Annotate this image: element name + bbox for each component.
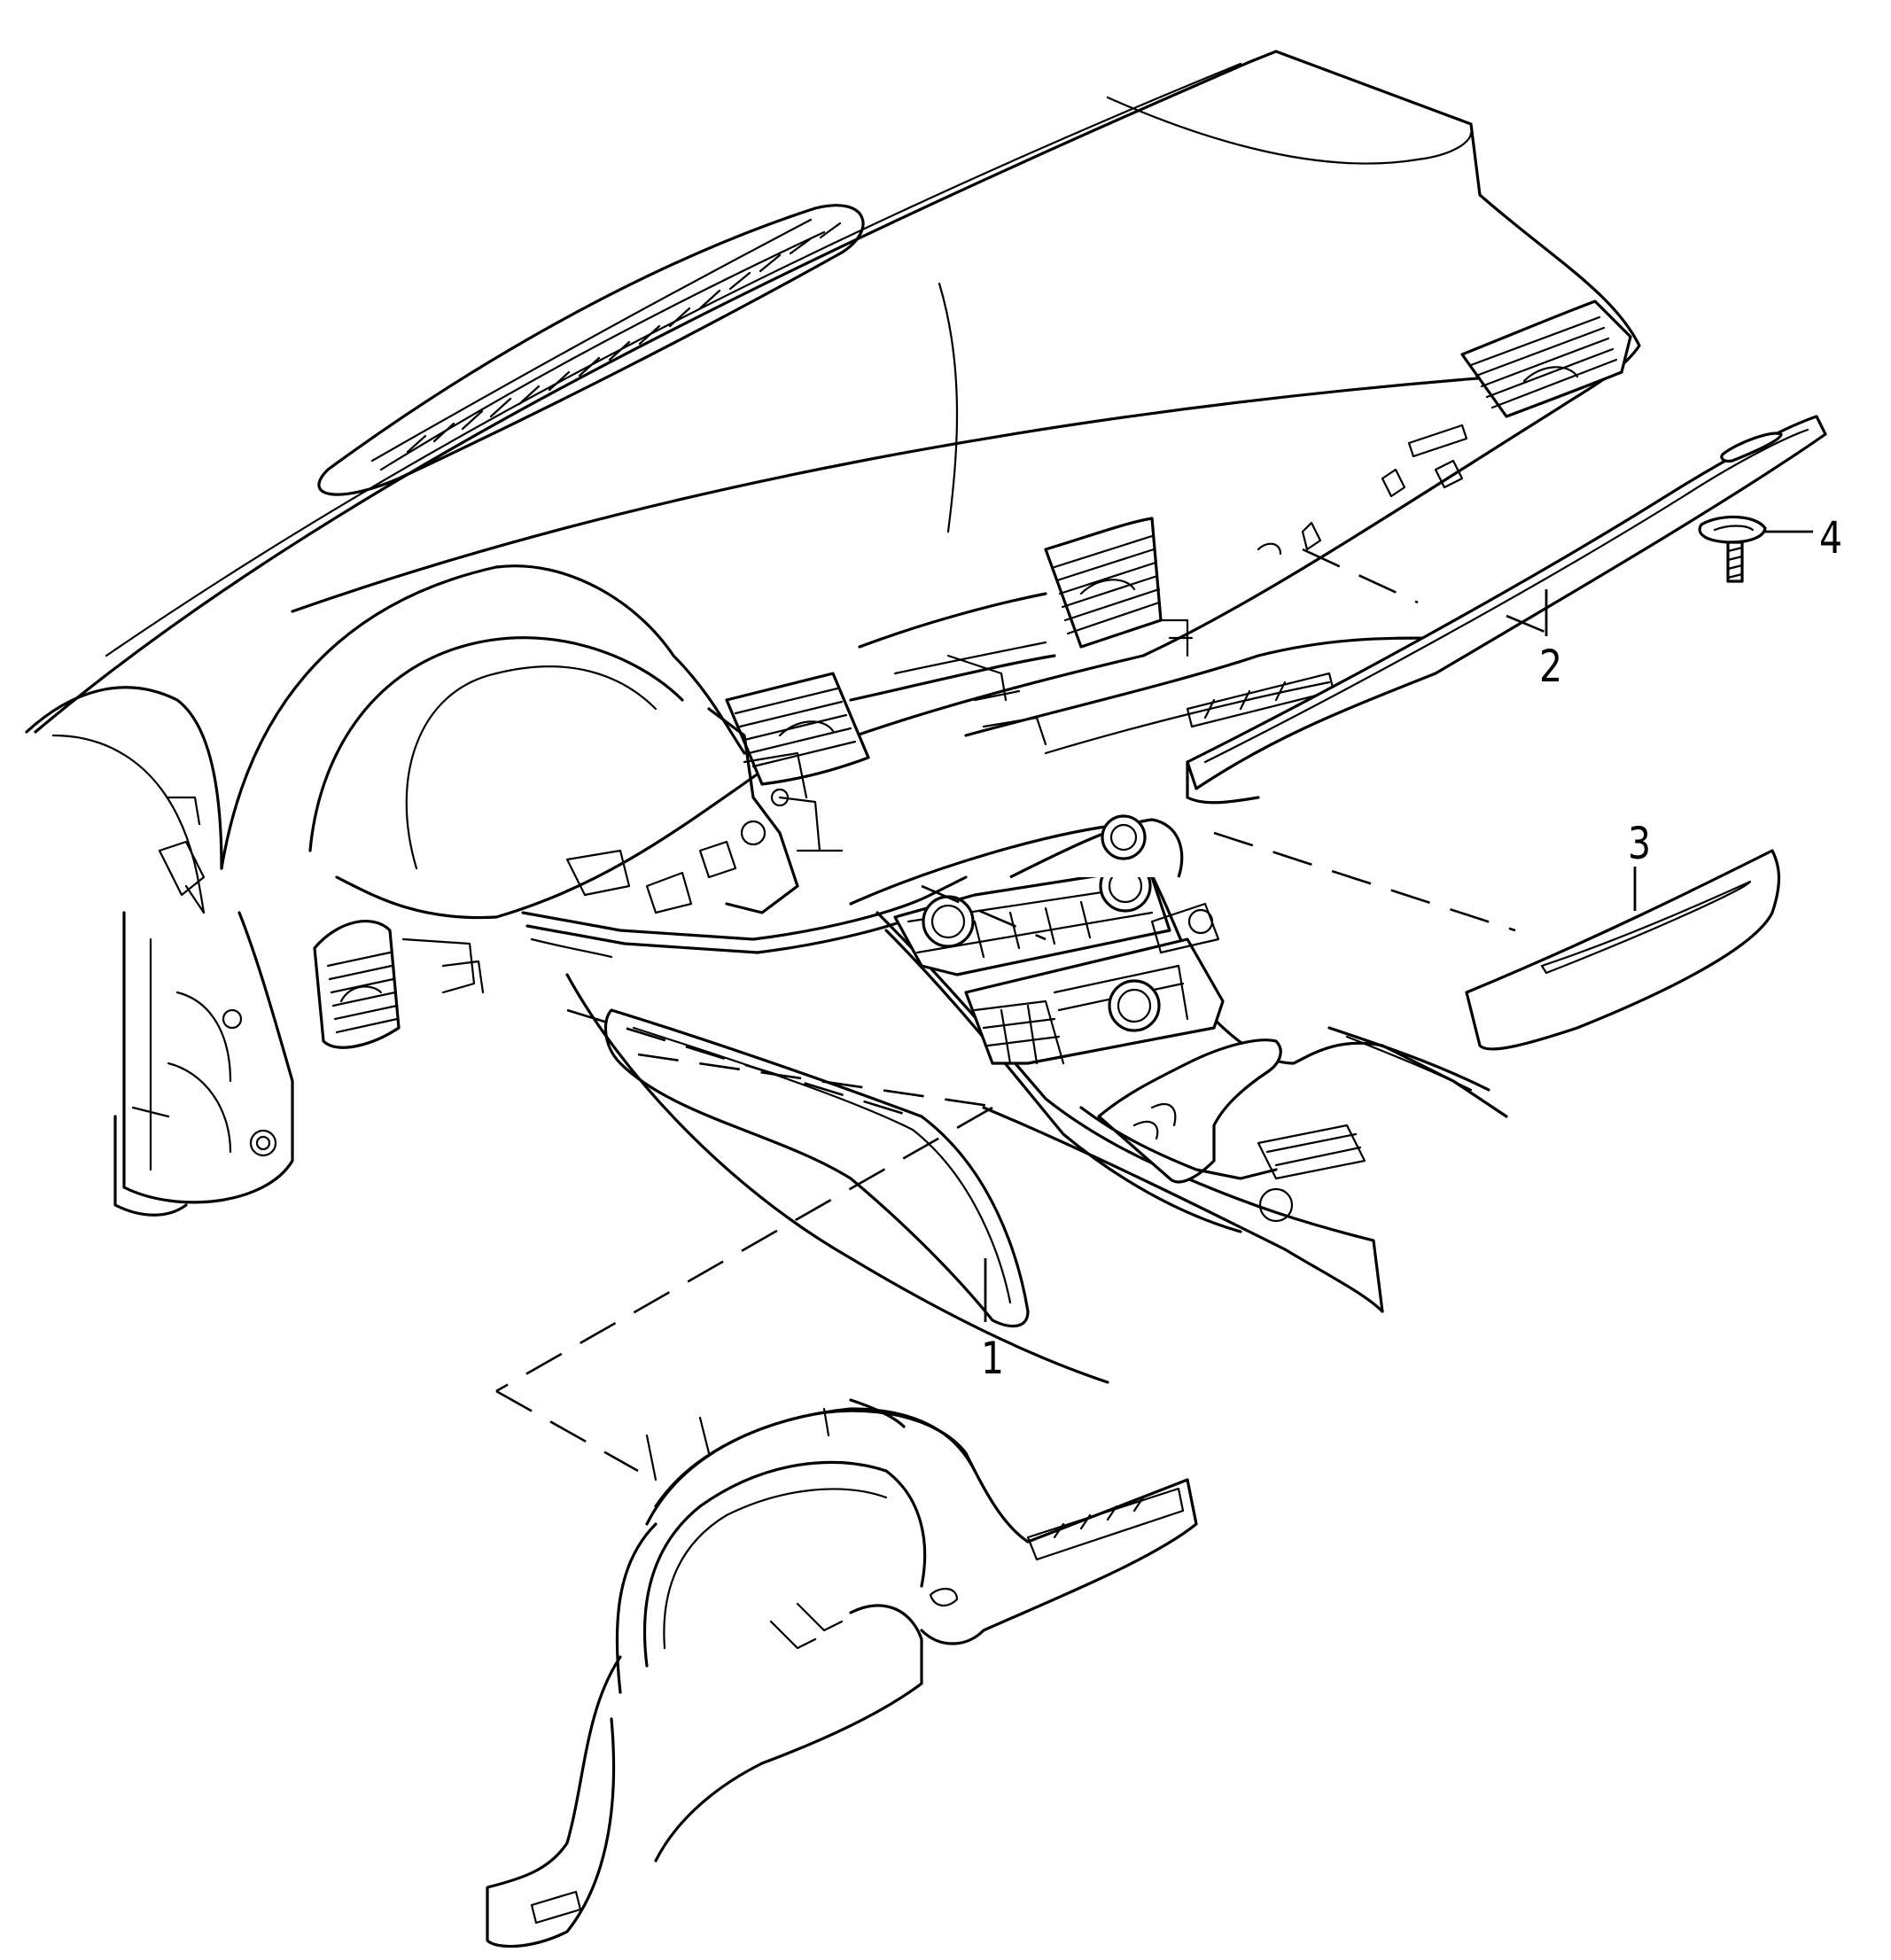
assembly-dashed-lines: [495, 548, 1560, 1473]
callout-leaders: [984, 530, 1813, 1322]
callout-label-1: 1: [981, 1333, 1005, 1384]
part-2-trim-strip: [1186, 415, 1827, 790]
lower-trim-silhouette: [565, 973, 1384, 1384]
part-3-trim-panel: [1465, 849, 1781, 1051]
center-console: [849, 814, 1508, 1313]
callout-label-4: 4: [1819, 512, 1843, 564]
callout-label-3: 3: [1628, 818, 1652, 869]
callout-label-2: 2: [1539, 641, 1563, 692]
part-4-screw-icon: [1698, 515, 1767, 583]
dashboard-assembly: [25, 50, 1641, 1217]
part-1-instrument-trim: [486, 1398, 1198, 1948]
